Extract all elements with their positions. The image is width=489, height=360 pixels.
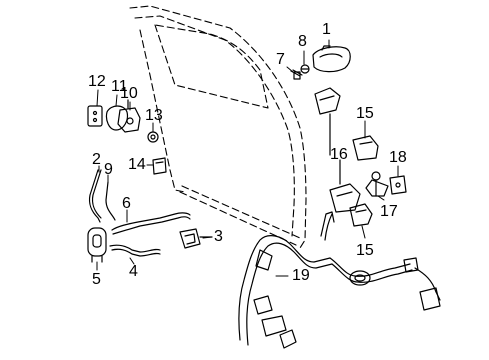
callout-19: 19 [292, 267, 310, 284]
inside-handle [179, 228, 213, 249]
small-bracket [152, 157, 167, 175]
mounting-plate [87, 105, 103, 127]
callout-14: 14 [128, 156, 146, 173]
lock-cylinder [87, 227, 107, 263]
callout-12: 12 [88, 73, 106, 90]
gasket [105, 105, 129, 131]
callout-18: 18 [389, 149, 407, 166]
door-frame-outline [129, 5, 307, 249]
clip [300, 64, 310, 74]
callout-16: 16 [330, 146, 348, 163]
callout-3: 3 [214, 228, 223, 245]
wiring-harness [238, 211, 441, 349]
callout-15-upper: 15 [356, 105, 374, 122]
callout-5: 5 [92, 271, 101, 288]
hinge-pin [365, 171, 389, 197]
rod-6 [111, 212, 191, 235]
hinge-lower [349, 203, 373, 227]
rod-9 [105, 181, 116, 221]
rod-4 [109, 244, 161, 257]
callout-9: 9 [104, 161, 113, 178]
callout-4: 4 [129, 263, 138, 280]
outside-handle [312, 45, 351, 73]
rod-2 [88, 169, 102, 223]
grommet [147, 131, 159, 143]
callout-2: 2 [92, 151, 101, 168]
callout-11: 11 [111, 78, 128, 95]
callout-1: 1 [322, 21, 331, 38]
callout-13: 13 [145, 107, 163, 124]
hinge-upper [352, 135, 379, 161]
leader-lines [96, 39, 399, 277]
door-check [389, 175, 407, 195]
callout-10: 10 [120, 85, 138, 102]
leader-16 [329, 113, 341, 185]
callout-17: 17 [380, 203, 398, 220]
hinge-cover-lower [329, 183, 361, 213]
callout-15-lower: 15 [356, 242, 374, 259]
callout-8: 8 [298, 33, 307, 50]
callout-6: 6 [122, 195, 131, 212]
hinge-cover-upper [314, 87, 341, 115]
door-latch [117, 99, 141, 133]
callout-7: 7 [276, 51, 285, 68]
